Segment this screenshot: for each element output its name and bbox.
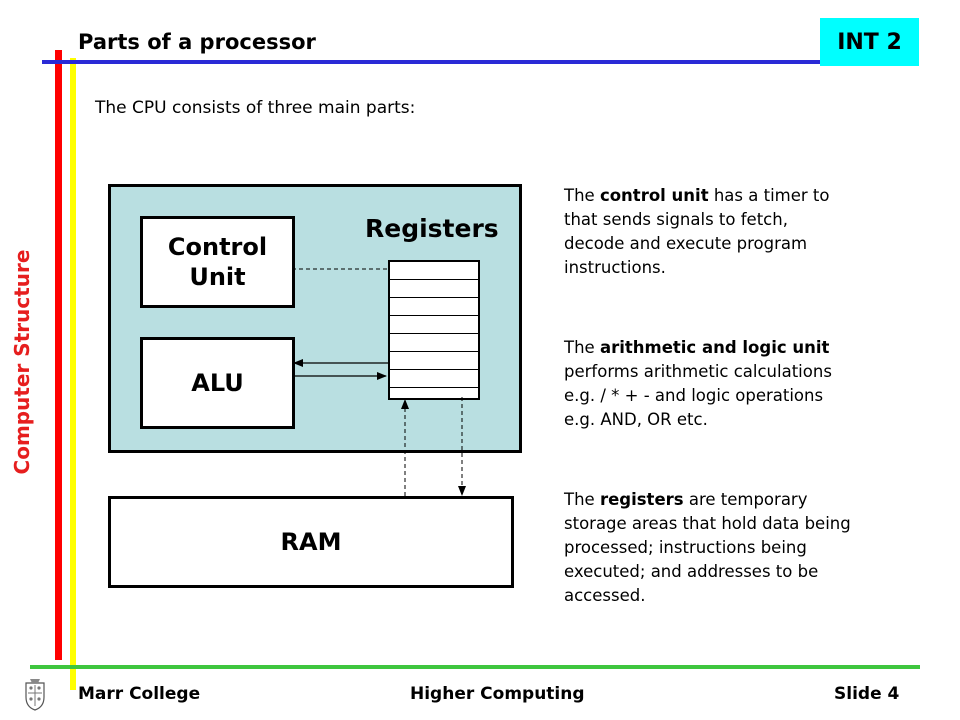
register-cell [390,280,478,298]
college-crest-icon [25,679,45,711]
description-line: The control unit has a timer to [564,184,830,208]
ram-label: RAM [280,528,342,556]
description-line: executed; and addresses to be [564,560,851,584]
alu-label: ALU [191,369,244,397]
description-text: instructions. [564,258,666,277]
description-line: storage areas that hold data being [564,512,851,536]
register-cell [390,370,478,388]
intro-text: The CPU consists of three main parts: [95,98,416,118]
description-line: The arithmetic and logic unit [564,336,832,360]
register-cell [390,262,478,280]
top-divider [42,60,912,64]
description-text: executed; and addresses to be [564,562,819,581]
description-line: accessed. [564,584,851,608]
control-unit-box: Control Unit [140,216,295,308]
description-line: performs arithmetic calculations [564,360,832,384]
description-text: The [564,490,600,509]
register-cell [390,316,478,334]
description-line: instructions. [564,256,830,280]
description-line: that sends signals to fetch, [564,208,830,232]
description-term: control unit [599,186,709,205]
control-unit-label-line1: Control [167,233,268,261]
control-unit-label-line2: Unit [189,263,246,291]
description-text: that sends signals to fetch, [564,210,788,229]
description-text: accessed. [564,586,646,605]
description-line: e.g. AND, OR etc. [564,408,832,432]
ram-box: RAM [108,496,514,588]
alu-box: ALU [140,337,295,429]
description-text: processed; instructions being [564,538,807,557]
description-text: The [564,338,600,357]
description-text: has a timer to [708,186,830,205]
description-term: registers [599,490,684,509]
description-text: storage areas that hold data being [564,514,851,533]
description-text: e.g. AND, OR etc. [564,410,708,429]
description-term: arithmetic and logic unit [599,338,830,357]
footer-school: Marr College [78,684,201,704]
footer-slide-number: Slide 4 [834,684,900,704]
footer-course: Higher Computing [410,684,585,704]
alu-description: The arithmetic and logic unit performs ar… [564,336,832,432]
description-line: e.g. / * + - and logic operations [564,384,832,408]
description-line: The registers are temporary [564,488,851,512]
register-cell [390,334,478,352]
red-side-bar [55,50,62,660]
register-stack [388,260,480,400]
bottom-divider [30,665,920,669]
description-text: e.g. / * + - and logic operations [564,386,824,405]
description-text: are temporary [683,490,808,509]
description-text: performs arithmetic calculations [564,362,832,381]
description-line: decode and execute program [564,232,830,256]
slide-title: Parts of a processor [78,30,316,54]
register-cell [390,352,478,370]
control-unit-description: The control unit has a timer to that send… [564,184,830,280]
description-text: The [564,186,600,205]
registers-description: The registers are temporary storage areas… [564,488,851,608]
register-cell [390,298,478,316]
registers-label: Registers [365,214,499,243]
description-text: decode and execute program [564,234,808,253]
yellow-side-bar [70,58,76,690]
description-line: processed; instructions being [564,536,851,560]
level-badge: INT 2 [820,18,919,66]
